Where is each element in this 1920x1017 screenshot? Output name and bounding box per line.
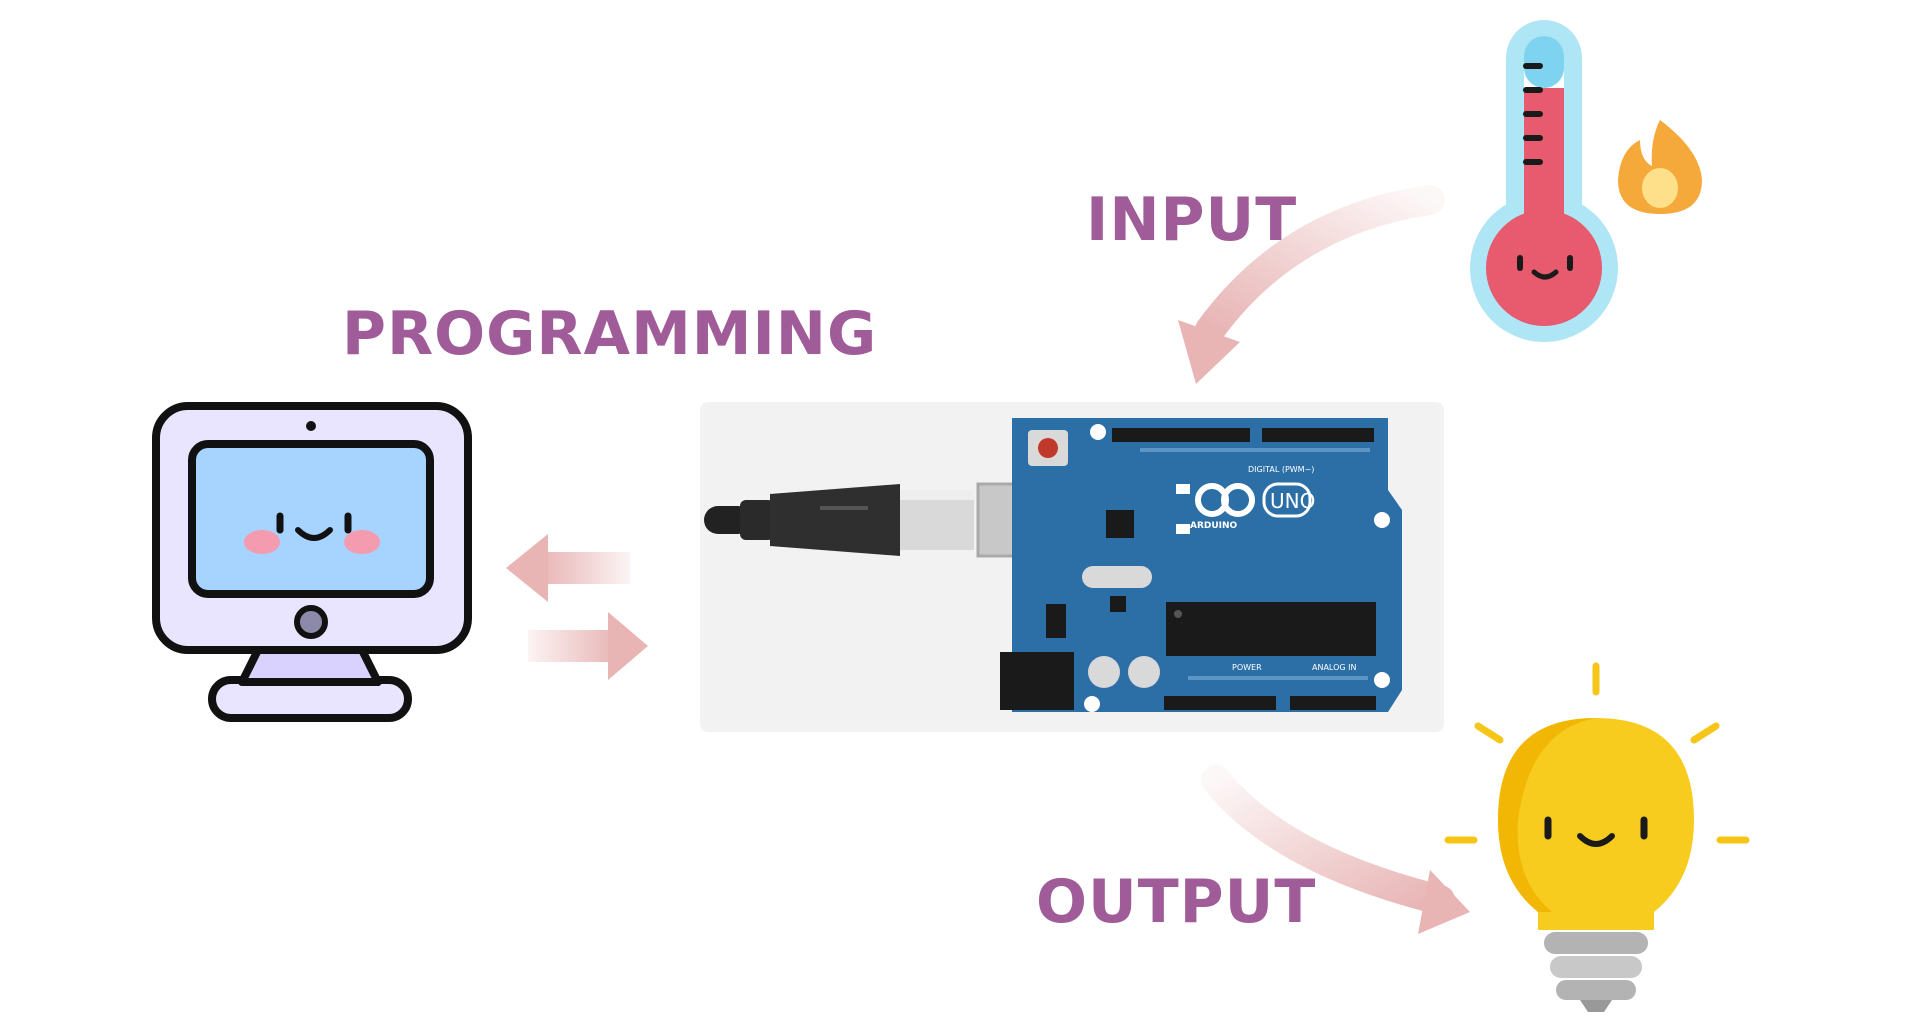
arduino-board-icon (1000, 418, 1402, 712)
arrow-to-computer (506, 534, 630, 602)
board-header-power: POWER (1232, 663, 1262, 672)
flame-icon (1618, 120, 1702, 214)
input-label: INPUT (1086, 185, 1298, 255)
lightbulb-icon (1444, 662, 1750, 1012)
output-arrow (1201, 765, 1470, 934)
board-brand: ARDUINO (1190, 521, 1238, 531)
programming-label: PROGRAMMING (342, 299, 878, 369)
input-arrow (1178, 185, 1445, 384)
thermometer-icon (1470, 20, 1618, 342)
output-label: OUTPUT (1036, 867, 1317, 937)
board-header-digital: DIGITAL (PWM~) (1248, 465, 1314, 474)
board-header-analog: ANALOG IN (1312, 663, 1357, 672)
board-model: UNO (1270, 489, 1315, 513)
computer-icon (152, 402, 472, 722)
arrow-to-board (528, 612, 648, 680)
